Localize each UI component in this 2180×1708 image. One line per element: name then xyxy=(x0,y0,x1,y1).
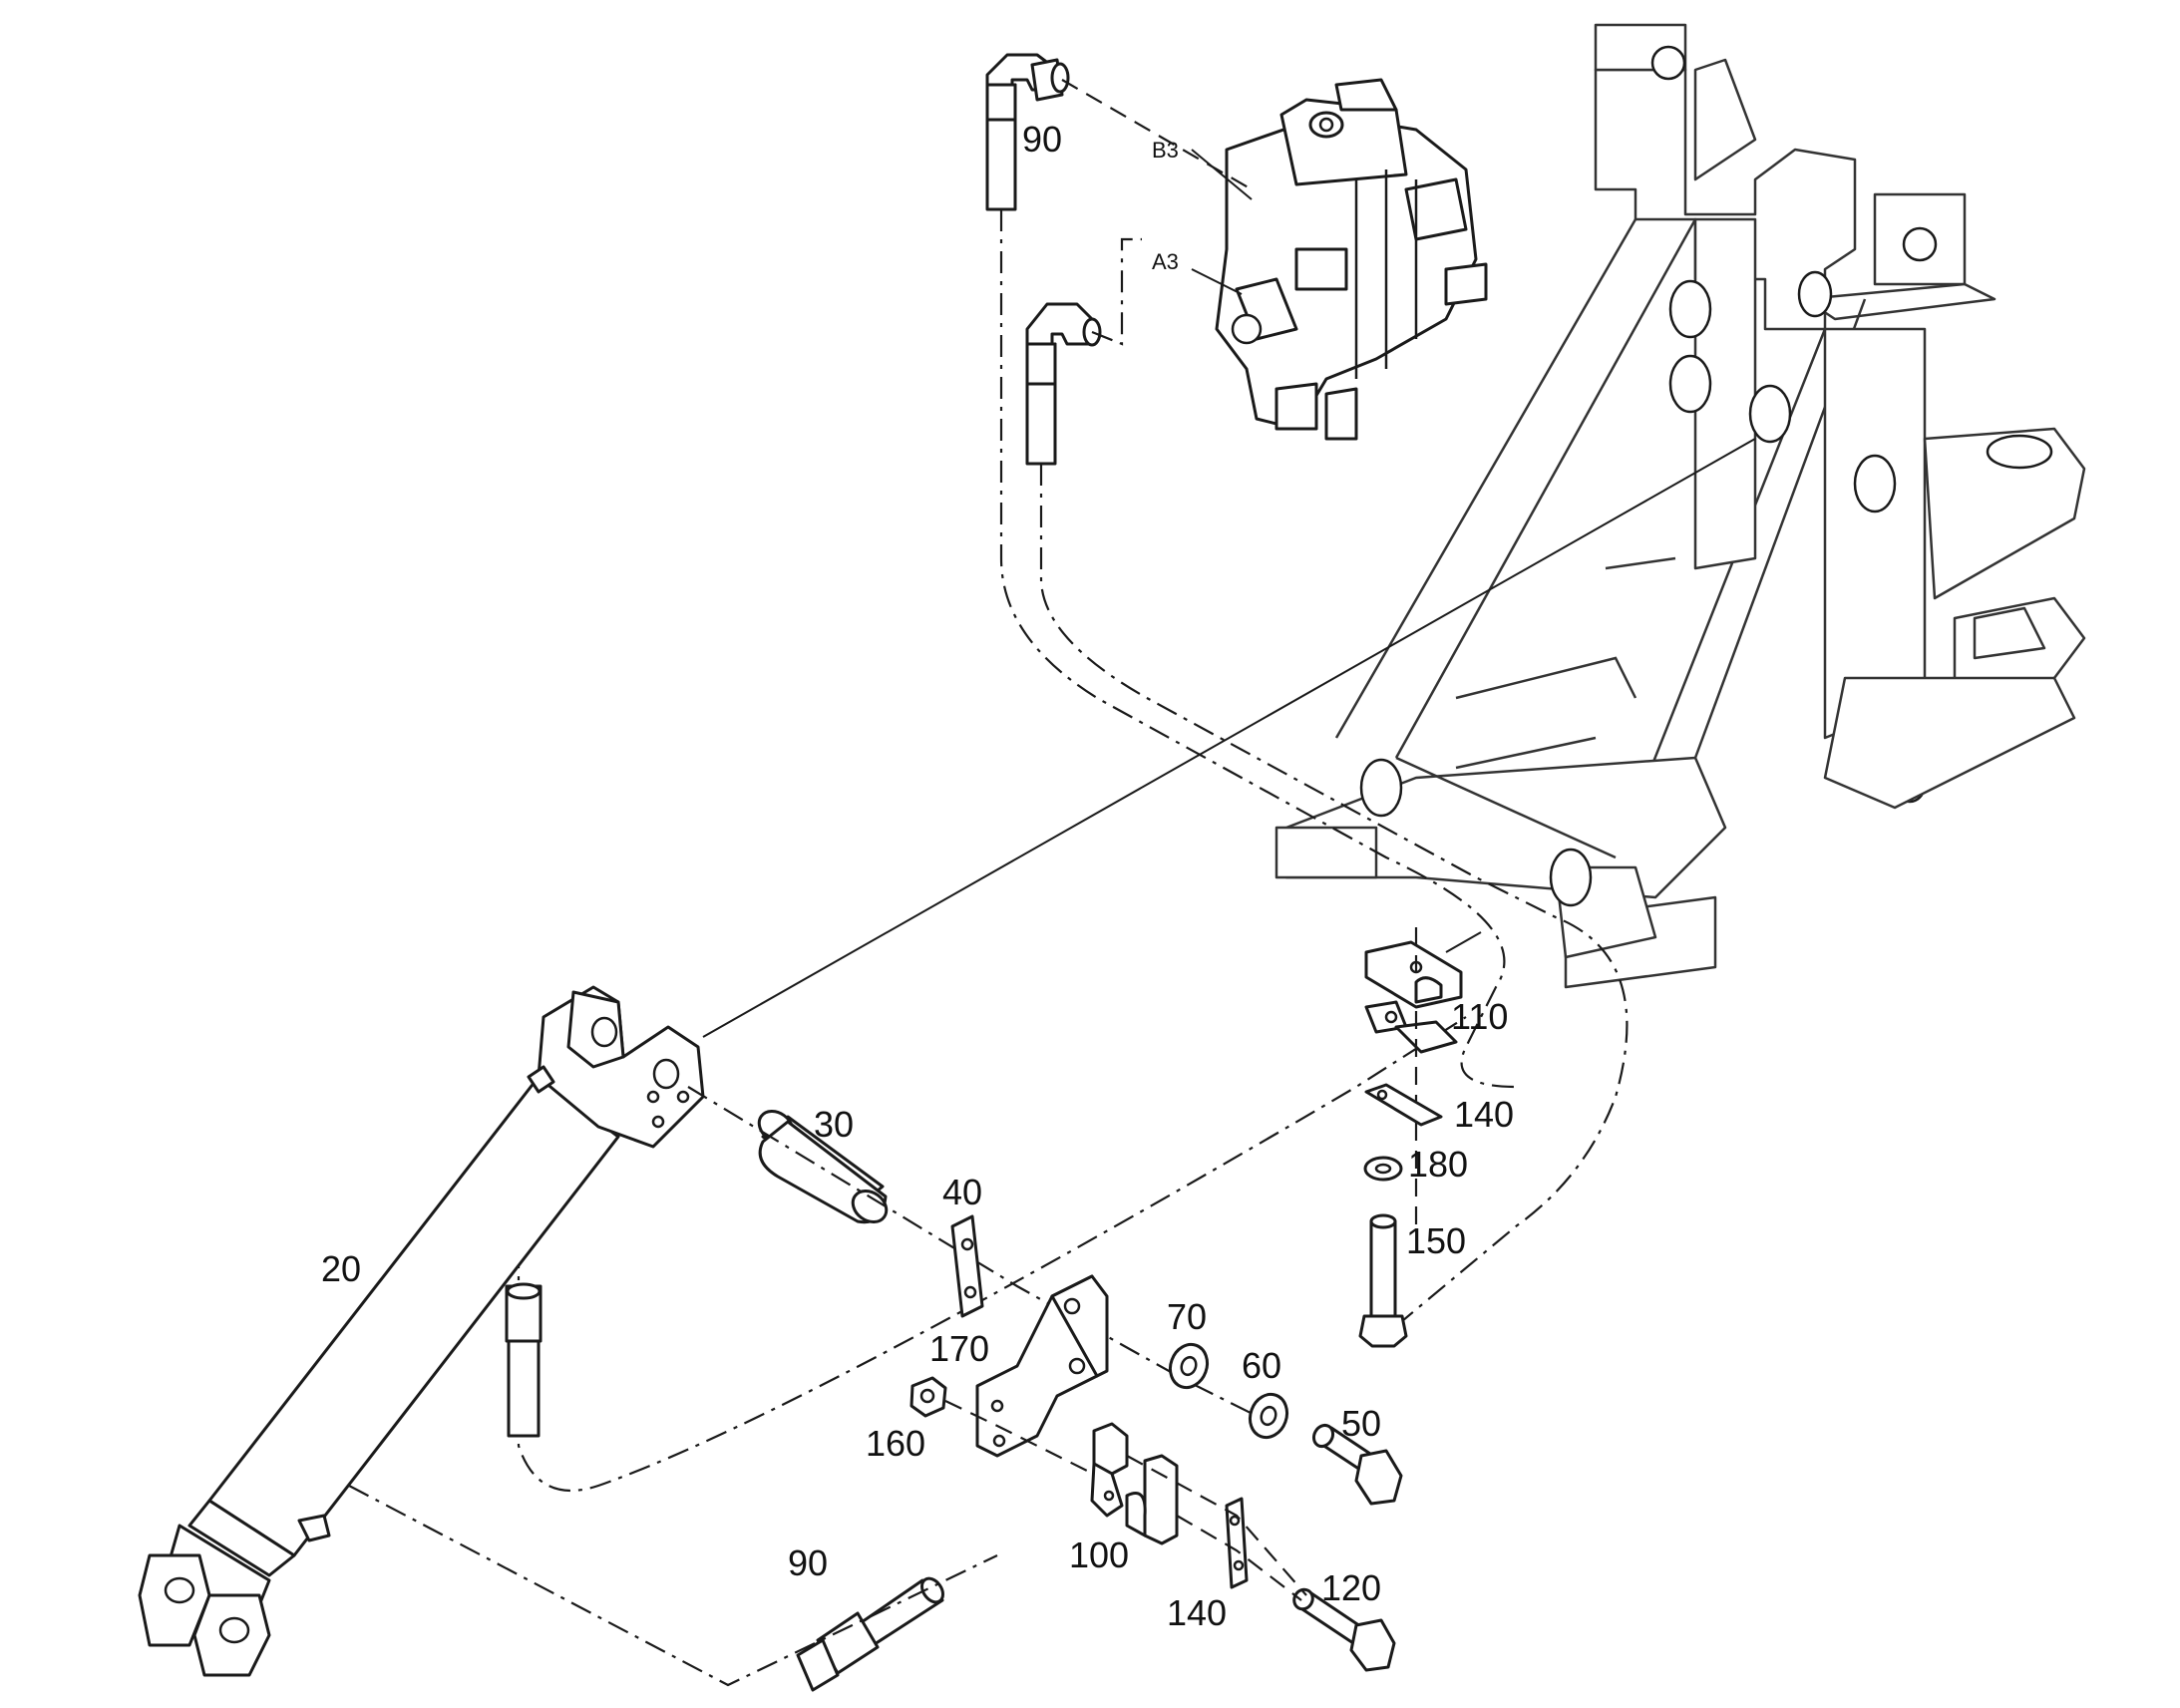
strap-40 xyxy=(950,1214,984,1318)
plate-140-upper xyxy=(1364,1083,1443,1127)
bolt-150 xyxy=(1358,1213,1408,1348)
bracket-170 xyxy=(975,1274,1109,1458)
callout-30: 30 xyxy=(814,1104,854,1145)
hydraulic-cylinder xyxy=(138,985,705,1677)
nut-160 xyxy=(909,1376,947,1418)
callout-140-upper: 140 xyxy=(1454,1094,1514,1135)
hose-90-bottom xyxy=(796,1576,944,1692)
port-label-a3: A3 xyxy=(1152,249,1179,274)
callout-140-lower: 140 xyxy=(1167,1592,1227,1633)
washer-70 xyxy=(1168,1342,1210,1390)
callout-150: 150 xyxy=(1406,1220,1466,1261)
callout-180: 180 xyxy=(1408,1144,1468,1185)
bolt-50 xyxy=(1311,1423,1403,1506)
hose-a3 xyxy=(1025,302,1102,466)
callout-40: 40 xyxy=(942,1172,982,1212)
pin-30 xyxy=(757,1110,889,1224)
callout-90-bottom: 90 xyxy=(788,1542,828,1583)
washer-60 xyxy=(1248,1392,1289,1440)
callout-170: 170 xyxy=(929,1328,989,1369)
callout-160: 160 xyxy=(866,1423,925,1464)
clamp-110 xyxy=(1364,940,1463,1054)
bolt-120 xyxy=(1292,1587,1396,1672)
hose-left-vertical xyxy=(505,1282,543,1438)
callout-70: 70 xyxy=(1167,1296,1207,1337)
plate-140-lower xyxy=(1225,1497,1249,1589)
callout-50: 50 xyxy=(1341,1403,1381,1444)
hose-90-top xyxy=(985,53,1070,211)
washer-180 xyxy=(1363,1156,1403,1182)
callout-20: 20 xyxy=(321,1248,361,1289)
loader-frame xyxy=(1274,23,2086,989)
callout-120: 120 xyxy=(1321,1567,1381,1608)
callout-100: 100 xyxy=(1069,1535,1129,1575)
callout-60: 60 xyxy=(1242,1345,1281,1386)
clamp-100 xyxy=(1090,1422,1179,1545)
control-valve-block xyxy=(1215,78,1488,441)
port-label-b3: B3 xyxy=(1152,138,1179,163)
callout-90-top: 90 xyxy=(1022,119,1062,160)
callout-110: 110 xyxy=(1451,996,1508,1037)
